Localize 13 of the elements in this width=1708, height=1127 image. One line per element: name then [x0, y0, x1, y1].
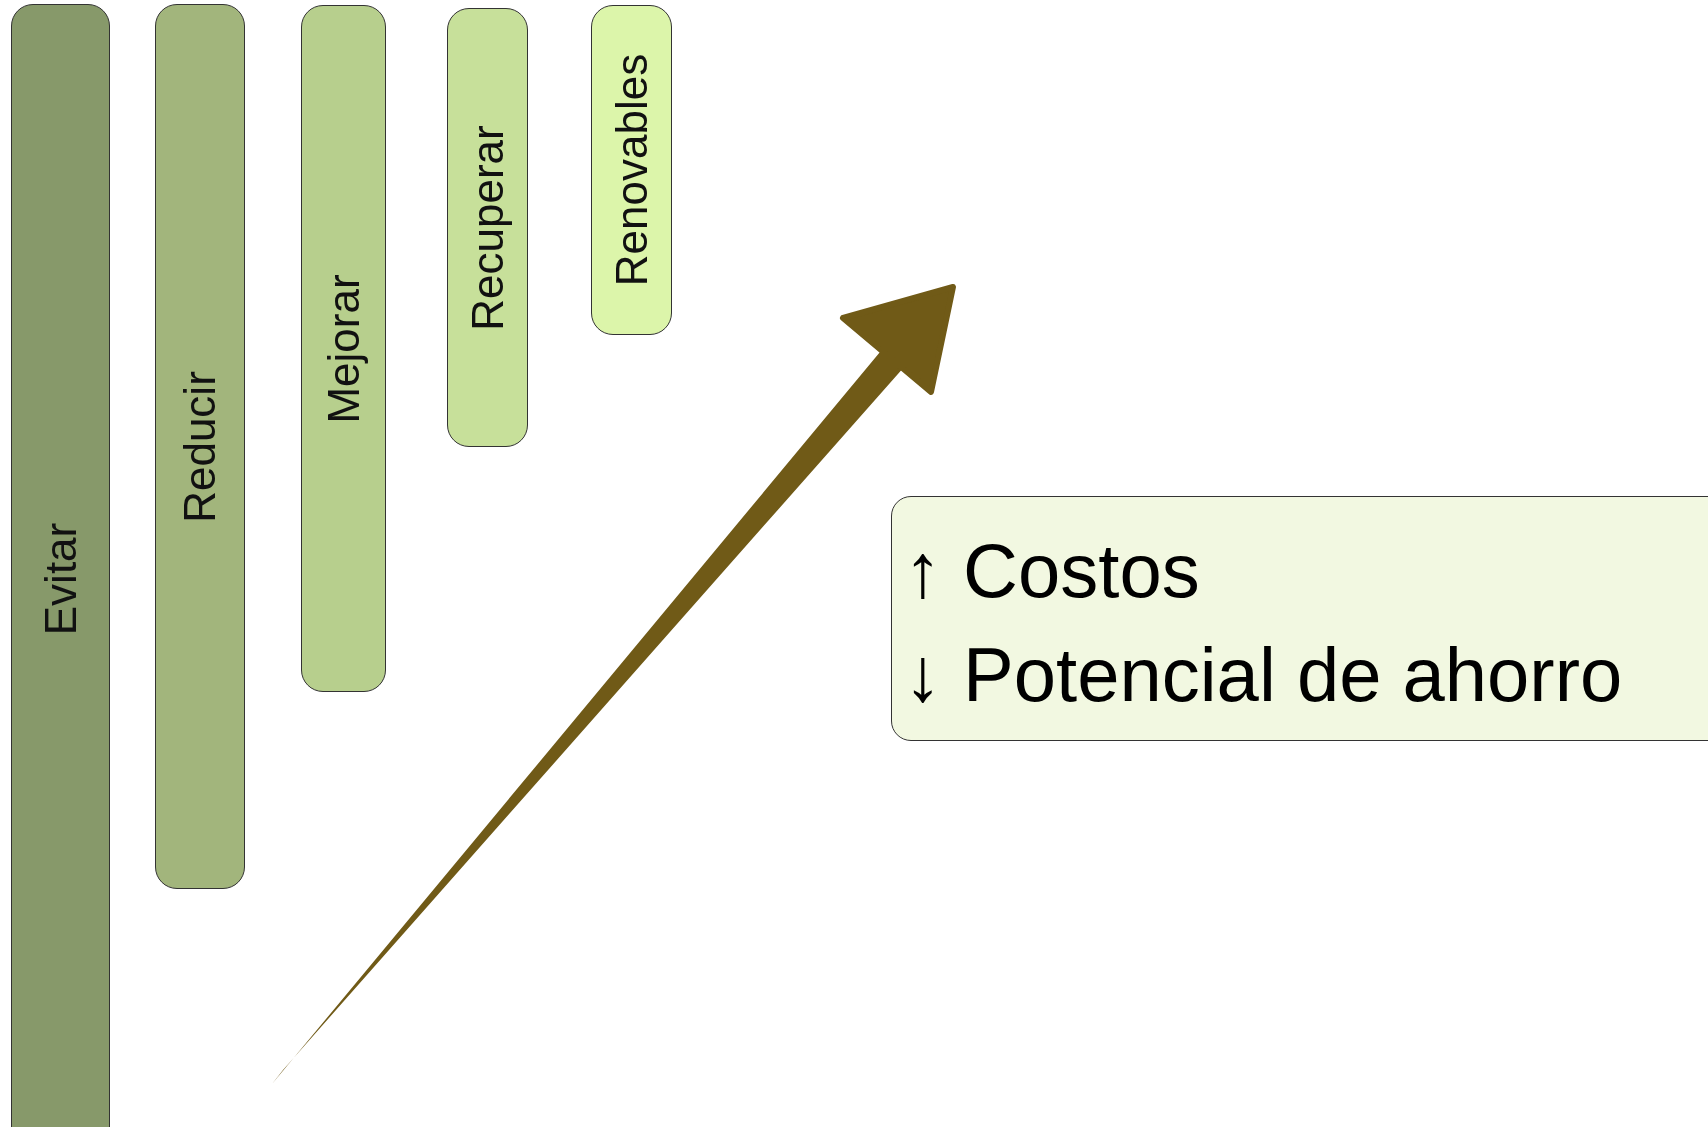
strategy-bar: [447, 8, 528, 447]
strategy-bar: [301, 5, 386, 692]
strategy-bar: [155, 4, 245, 889]
note-card: [891, 496, 1708, 741]
strategy-bar: [11, 4, 110, 1127]
note-text: ↓ Potencial de ahorro: [904, 631, 1624, 719]
bar-label: Renovables: [606, 53, 657, 287]
bar-label: Mejorar: [318, 273, 369, 424]
note-text: ↑ Costos: [904, 527, 1201, 615]
bar-label: Reducir: [175, 370, 225, 523]
bar-label: Evitar: [35, 522, 86, 636]
strategy-bar: [591, 5, 672, 335]
bar-label: Recuperar: [462, 124, 513, 331]
